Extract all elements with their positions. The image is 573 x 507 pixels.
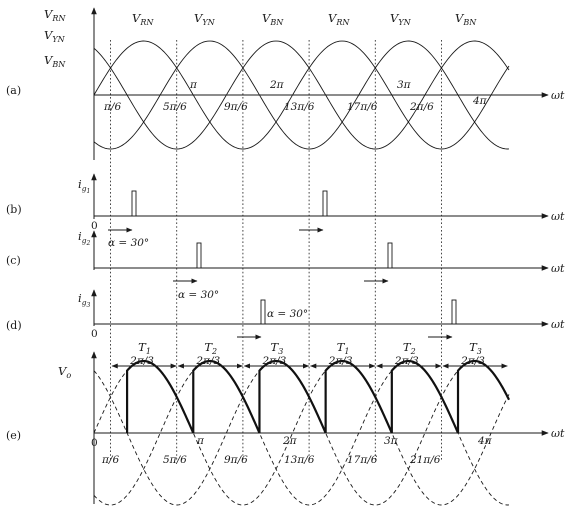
panel-b-zero: 0: [91, 220, 98, 232]
ig3-pulse-2: [451, 299, 457, 325]
e-pi-mark-1: π: [196, 435, 205, 447]
panel-c-x-axis-label: ωt: [551, 262, 565, 275]
y-label-vbn: VBN: [44, 53, 66, 69]
a-pi-mark-2: 2π: [269, 79, 285, 91]
interval-width-label-5: 2π/3: [394, 355, 419, 367]
ig3-label: ig3: [78, 291, 91, 309]
interval-t-label-6: T3: [469, 340, 482, 356]
panel-d-zero: 0: [91, 328, 98, 340]
panel-e-x-axis-label: ωt: [551, 427, 565, 440]
ig1-pulse-1: [131, 190, 137, 217]
panel-b: (b) ig1 0 ωt α = 30°: [6, 173, 565, 249]
panel-d: (d) ig3 0 ωt α = 30°: [6, 289, 565, 340]
interval-t-label-5: T2: [403, 340, 416, 356]
e-crossing-1: π/6: [101, 454, 119, 466]
panel-b-tag: (b): [6, 203, 22, 216]
e-crossing-5: 17π/6: [347, 454, 378, 466]
a-crossing-3: 9π/6: [224, 101, 248, 113]
interval-t-label-1: T1: [138, 340, 151, 356]
vbn-waveform: [93, 40, 510, 150]
a-crossing-4: 13π/6: [284, 101, 315, 113]
output-voltage-waveform: [125, 359, 510, 434]
vertical-guide-lines: [110, 40, 442, 460]
vrn-waveform: [93, 40, 510, 150]
ig2-pulse-2: [387, 242, 393, 269]
vo-label: Vo: [58, 364, 71, 380]
panel-d-x-axis-label: ωt: [551, 318, 565, 331]
a-crossing-1: π/6: [103, 101, 121, 113]
e-crossing-2: 5π/6: [163, 454, 187, 466]
curve-label-6: VBN: [455, 11, 477, 27]
b-alpha-label: α = 30°: [108, 237, 149, 249]
a-crossing-5: 17π/6: [347, 101, 378, 113]
curve-label-3: VBN: [262, 11, 284, 27]
interval-t-label-2: T2: [204, 340, 217, 356]
panel-d-tag: (d): [6, 319, 22, 332]
panel-c: (c) ig2 ωt α = 30°: [6, 229, 565, 301]
e-crossing-6: 21π/6: [409, 454, 441, 466]
interval-width-label-3: 2π/3: [262, 355, 287, 367]
panel-a: (a) ωt VRN VYN VBN VRN VYN VBN VRN VYN V…: [6, 7, 565, 160]
curve-label-5: VYN: [390, 11, 412, 27]
curve-label-4: VRN: [328, 11, 350, 27]
e-crossing-3: 9π/6: [224, 454, 248, 466]
curve-label-2: VYN: [194, 11, 216, 27]
y-label-vrn: VRN: [44, 7, 66, 23]
interval-width-label-4: 2π/3: [328, 355, 353, 367]
a-pi-mark-3: 3π: [397, 79, 412, 91]
vyn-waveform: [93, 40, 510, 150]
e-pi-mark-3: 3π: [384, 435, 399, 447]
panel-e-tag: (e): [6, 429, 21, 442]
y-label-vyn: VYN: [44, 28, 66, 44]
e-pi-mark-4: 4π: [477, 435, 493, 447]
panel-c-tag: (c): [6, 254, 21, 267]
interval-width-label-6: 2π/3: [460, 355, 485, 367]
panel-a-tag: (a): [6, 84, 21, 97]
e-pi-mark-2: 2π: [282, 435, 298, 447]
interval-t-label-4: T1: [337, 340, 350, 356]
panel-b-x-axis-label: ωt: [551, 210, 565, 223]
ig2-label: ig2: [78, 229, 91, 247]
a-crossing-6: 2π/6: [409, 101, 434, 113]
interval-t-label-3: T3: [271, 340, 284, 356]
ig2-pulse-1: [196, 242, 202, 269]
a-crossing-2: 5π/6: [163, 101, 187, 113]
ig1-pulse-2: [322, 190, 328, 217]
panel-e-zero: 0: [91, 437, 98, 449]
ig1-label: ig1: [78, 177, 90, 195]
d-alpha-label: α = 30°: [267, 308, 308, 320]
panel-e: (e) Vo 0 ωt T12π/3T22π/3T32π/3T12π/3T22π…: [6, 340, 565, 506]
a-pi-mark-1: π: [189, 79, 198, 91]
interval-width-label-1: 2π/3: [129, 355, 154, 367]
panel-a-x-axis-label: ωt: [551, 89, 565, 102]
ig3-pulse-1: [260, 299, 266, 325]
a-pi-mark-4: 4π: [472, 95, 488, 107]
interval-width-label-2: 2π/3: [195, 355, 220, 367]
c-alpha-label: α = 30°: [178, 289, 219, 301]
curve-label-1: VRN: [132, 11, 154, 27]
e-crossing-4: 13π/6: [284, 454, 315, 466]
